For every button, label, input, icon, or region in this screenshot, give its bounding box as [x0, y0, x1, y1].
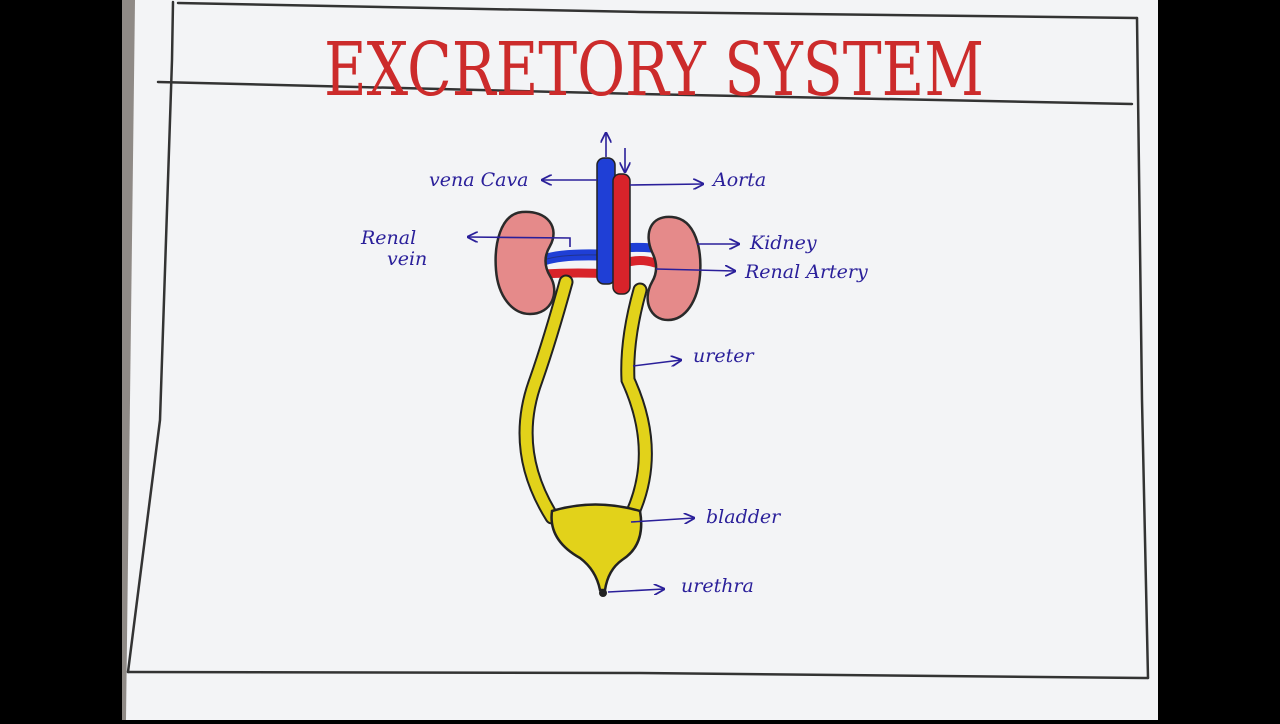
label-kidney: Kidney [749, 232, 817, 254]
letterbox-right [1158, 0, 1280, 720]
bladder-shape [550, 503, 643, 592]
label-vena-cava: vena Cava [429, 169, 529, 191]
vessels [538, 157, 660, 295]
arrow-bladder-icon [630, 518, 694, 522]
label-renal-artery: Renal Artery [744, 261, 868, 283]
arrow-renal-vein-icon [468, 237, 571, 247]
arrow-aorta-icon [629, 184, 703, 185]
page-title: EXCRETORY SYSTEM [324, 27, 984, 113]
kidney-left [494, 210, 556, 316]
ureters [518, 274, 653, 525]
letterbox-left [0, 0, 122, 720]
paper-sheet [126, 0, 1158, 720]
urethra-opening [599, 589, 607, 597]
arrow-urethra-icon [607, 589, 664, 592]
label-arrows [468, 133, 739, 592]
arrow-renal-artery-icon [655, 269, 735, 271]
renal-vein-left [538, 249, 606, 266]
label-aorta: Aorta [711, 169, 766, 191]
label-ureter: ureter [693, 345, 755, 367]
kidney-right [646, 215, 702, 322]
arrow-ureter-icon [632, 360, 681, 366]
label-bladder: bladder [706, 506, 782, 528]
label-urethra: urethra [681, 575, 754, 597]
page-border [126, 0, 1150, 680]
aorta-shape [612, 173, 631, 295]
label-renal-vein-line1: Renal [360, 227, 416, 249]
label-renal-vein-line2: vein [387, 248, 427, 270]
